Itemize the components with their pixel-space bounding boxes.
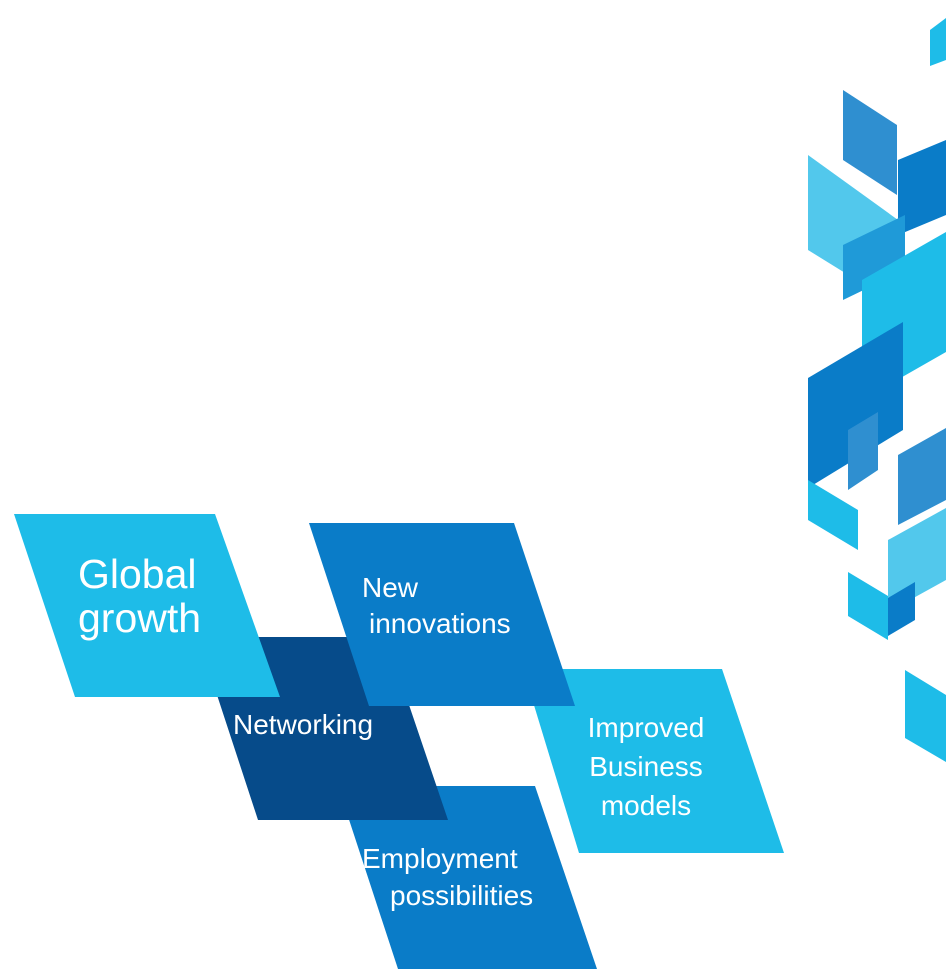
new-innovations-label: New innovations [362,570,511,642]
deco-shape [848,572,888,640]
global-growth-line-1: Global [78,551,197,597]
improved-business-models-line-3: models [600,790,692,821]
new-innovations-line-2: innovations [369,608,511,639]
decorative-shapes-right [808,18,946,762]
employment-possibilities-label: Employment possibilities [362,840,533,914]
improved-business-models-line-1: Improved [587,712,705,743]
tile-new-innovations [309,523,575,706]
main-tiles [14,514,784,969]
deco-shape [898,140,946,235]
deco-shape [888,582,915,636]
deco-shape [898,428,946,525]
employment-possibilities-line-1: Employment [362,843,518,874]
deco-shape [848,412,878,490]
deco-shape [843,215,905,300]
global-growth-label: Global growth [78,552,201,640]
employment-possibilities-line-2: possibilities [390,880,534,911]
deco-shape [905,670,946,762]
tile-employment-possibilities [338,786,597,969]
deco-shape [843,90,897,195]
networking-line-1: Networking [233,709,374,740]
tile-global-growth [14,514,280,697]
global-growth-line-2: growth [78,595,202,641]
deco-shape [808,322,903,488]
new-innovations-line-1: New [362,572,419,603]
deco-shape [888,508,946,612]
deco-shape [930,18,946,66]
tile-improved-business-models [523,669,784,853]
networking-label: Networking [233,707,373,743]
deco-shape [808,480,858,550]
improved-business-models-label: Improved Business models [566,708,726,825]
improved-business-models-line-2: Business [589,751,703,782]
